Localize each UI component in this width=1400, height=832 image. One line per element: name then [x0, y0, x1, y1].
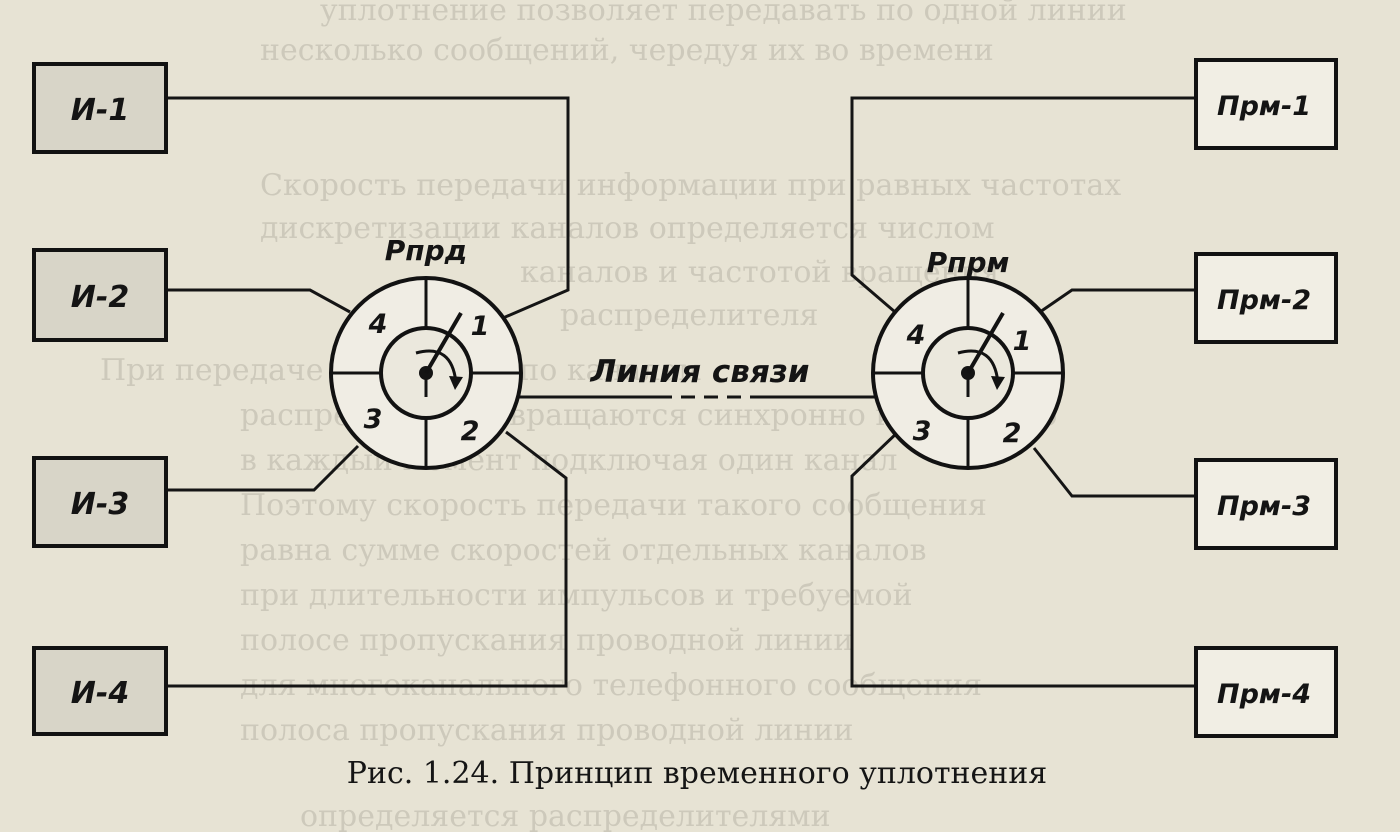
sector-label: 1 — [1013, 326, 1032, 357]
receiver-box-2: Прм-2 — [1194, 252, 1338, 344]
receiver-box-1: Прм-1 — [1194, 58, 1338, 150]
rotation-arrow-icon — [957, 349, 1000, 384]
sector-label: 4 — [906, 320, 926, 351]
receiver-label: Прм-4 — [1217, 679, 1311, 710]
sector-label: 1 — [471, 311, 490, 342]
distributor-label: Рпрм — [927, 246, 1010, 279]
receiver-boxes: Прм-1 Прм-2 Прм-3 Прм-4 — [1194, 58, 1338, 738]
svg-text:каналов и частотой вращения: каналов и частотой вращения — [520, 255, 1000, 290]
wire-src-2 — [166, 288, 351, 314]
wire-src-3 — [166, 444, 360, 492]
source-label: И-1 — [71, 93, 129, 128]
svg-text:полоса пропускания проводной л: полоса пропускания проводной линии — [240, 713, 854, 748]
wire-src-4 — [166, 430, 568, 688]
distributor-label: Рпрд — [385, 234, 468, 267]
svg-text:Поэтому скорость передачи тако: Поэтому скорость передачи такого сообщен… — [240, 488, 987, 523]
svg-text:дискретизации каналов определя: дискретизации каналов определяется число… — [260, 211, 995, 246]
paper-texture: уплотнение позволяет передавать по одной… — [100, 0, 1127, 832]
receive-distributor: Рпрм 1 2 3 4 — [871, 246, 1065, 470]
svg-text:равна сумме скоростей отдельны: равна сумме скоростей отдельных каналов — [240, 533, 927, 568]
source-label: И-2 — [71, 280, 129, 315]
receiver-box-3: Прм-3 — [1194, 458, 1338, 550]
link-label: Линия связи — [590, 354, 810, 390]
rotor-arm — [424, 311, 463, 375]
svg-text:полосе пропускания проводной л: полосе пропускания проводной линии — [240, 623, 853, 658]
svg-text:определяется распределителями: определяется распределителями — [300, 799, 831, 832]
rotor-arm — [966, 311, 1005, 375]
sector-label: 2 — [461, 416, 480, 447]
sector-label: 3 — [364, 404, 383, 435]
source-boxes: И-1 И-2 И-3 И-4 — [32, 62, 168, 736]
receiver-wires — [850, 96, 1196, 688]
receiver-label: Прм-1 — [1217, 91, 1311, 122]
transmit-distributor: Рпрд 1 2 3 4 — [329, 234, 523, 470]
wire-rcv-1 — [850, 96, 1196, 320]
svg-text:при длительности импульсов и т: при длительности импульсов и требуемой — [240, 578, 913, 613]
wire-src-1 — [166, 96, 570, 320]
wire-rcv-3 — [1032, 447, 1196, 498]
source-label: И-3 — [71, 487, 129, 522]
sector-label: 3 — [913, 416, 932, 447]
wire-rcv-2 — [1039, 288, 1196, 314]
sector-label: 4 — [368, 309, 388, 340]
receiver-box-4: Прм-4 — [1194, 646, 1338, 738]
sector-label: 2 — [1003, 418, 1022, 449]
source-label: И-4 — [71, 676, 129, 711]
figure-caption: Рис. 1.24. Принцип временного уплотнения — [347, 756, 1047, 791]
wire-rcv-4 — [850, 428, 1196, 688]
source-box-2: И-2 — [32, 248, 168, 342]
source-box-4: И-4 — [32, 646, 168, 736]
rotation-arrow-icon — [415, 349, 458, 384]
svg-text:Скорость передачи информации п: Скорость передачи информации при равных … — [260, 168, 1121, 203]
source-box-3: И-3 — [32, 456, 168, 548]
svg-text:несколько сообщений, чередуя и: несколько сообщений, чередуя их во време… — [260, 33, 994, 68]
svg-text:распределителя: распределителя — [560, 298, 818, 333]
source-wires — [166, 96, 570, 688]
receiver-label: Прм-2 — [1217, 285, 1311, 316]
source-box-1: И-1 — [32, 62, 168, 154]
svg-text:уплотнение позволяет передават: уплотнение позволяет передавать по одной… — [320, 0, 1127, 28]
receiver-label: Прм-3 — [1217, 491, 1311, 522]
svg-text:в каждый момент подключая один: в каждый момент подключая один канал — [240, 443, 897, 478]
